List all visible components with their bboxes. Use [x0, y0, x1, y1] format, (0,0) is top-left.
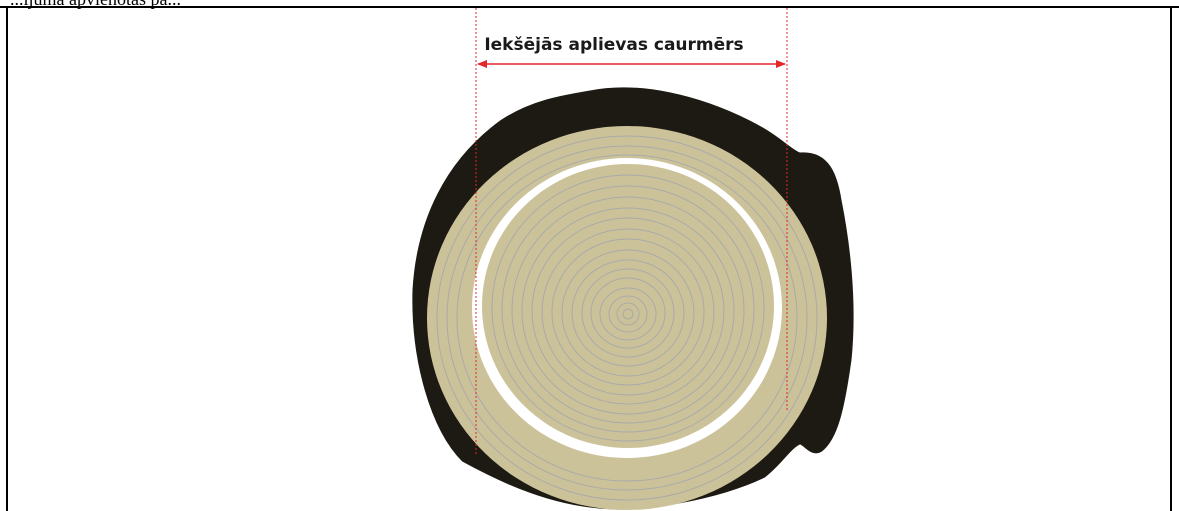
dimension-label: Iekšējās aplievas caurmērs — [484, 35, 743, 55]
inner-wood-area — [482, 164, 774, 448]
